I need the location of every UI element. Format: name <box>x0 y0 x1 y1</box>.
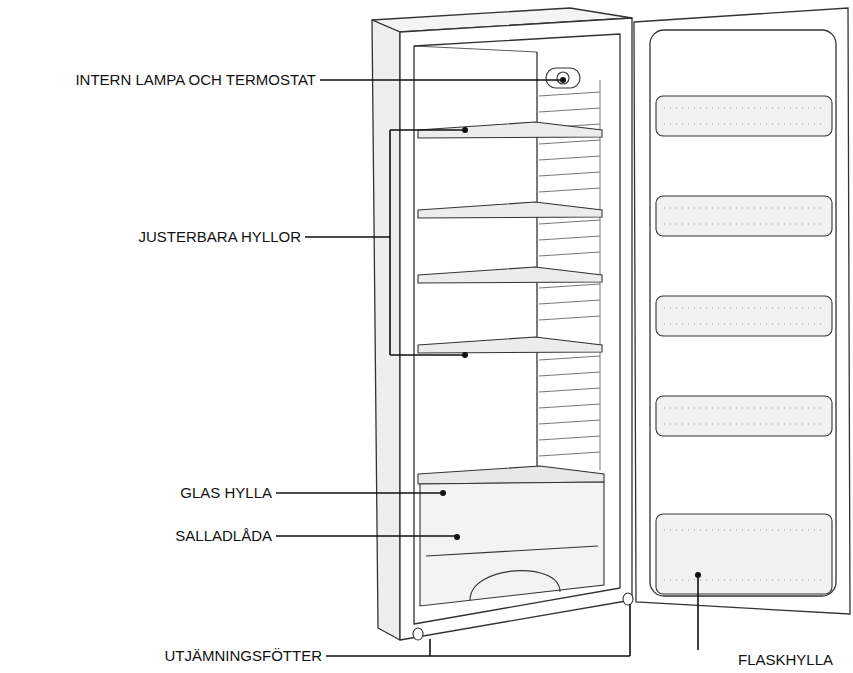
thermostat <box>546 68 580 88</box>
part-label: FLASKHYLLA <box>738 651 833 669</box>
bin-dots <box>664 108 824 580</box>
part-label: INTERN LAMPA OCH TERMOSTAT <box>75 71 316 89</box>
door-bins <box>656 96 832 594</box>
part-label: JUSTERBARA HYLLOR <box>138 228 301 246</box>
part-label: GLAS HYLLA <box>180 484 272 502</box>
part-label: UTJÄMNINGSFÖTTER <box>165 647 323 665</box>
fridge-body <box>372 8 632 640</box>
leader-dots <box>440 77 701 578</box>
door <box>634 8 850 614</box>
shelves <box>418 122 602 353</box>
leader-lines <box>276 80 698 656</box>
part-label: SALLADLÅDA <box>175 527 272 545</box>
feet <box>413 593 633 640</box>
